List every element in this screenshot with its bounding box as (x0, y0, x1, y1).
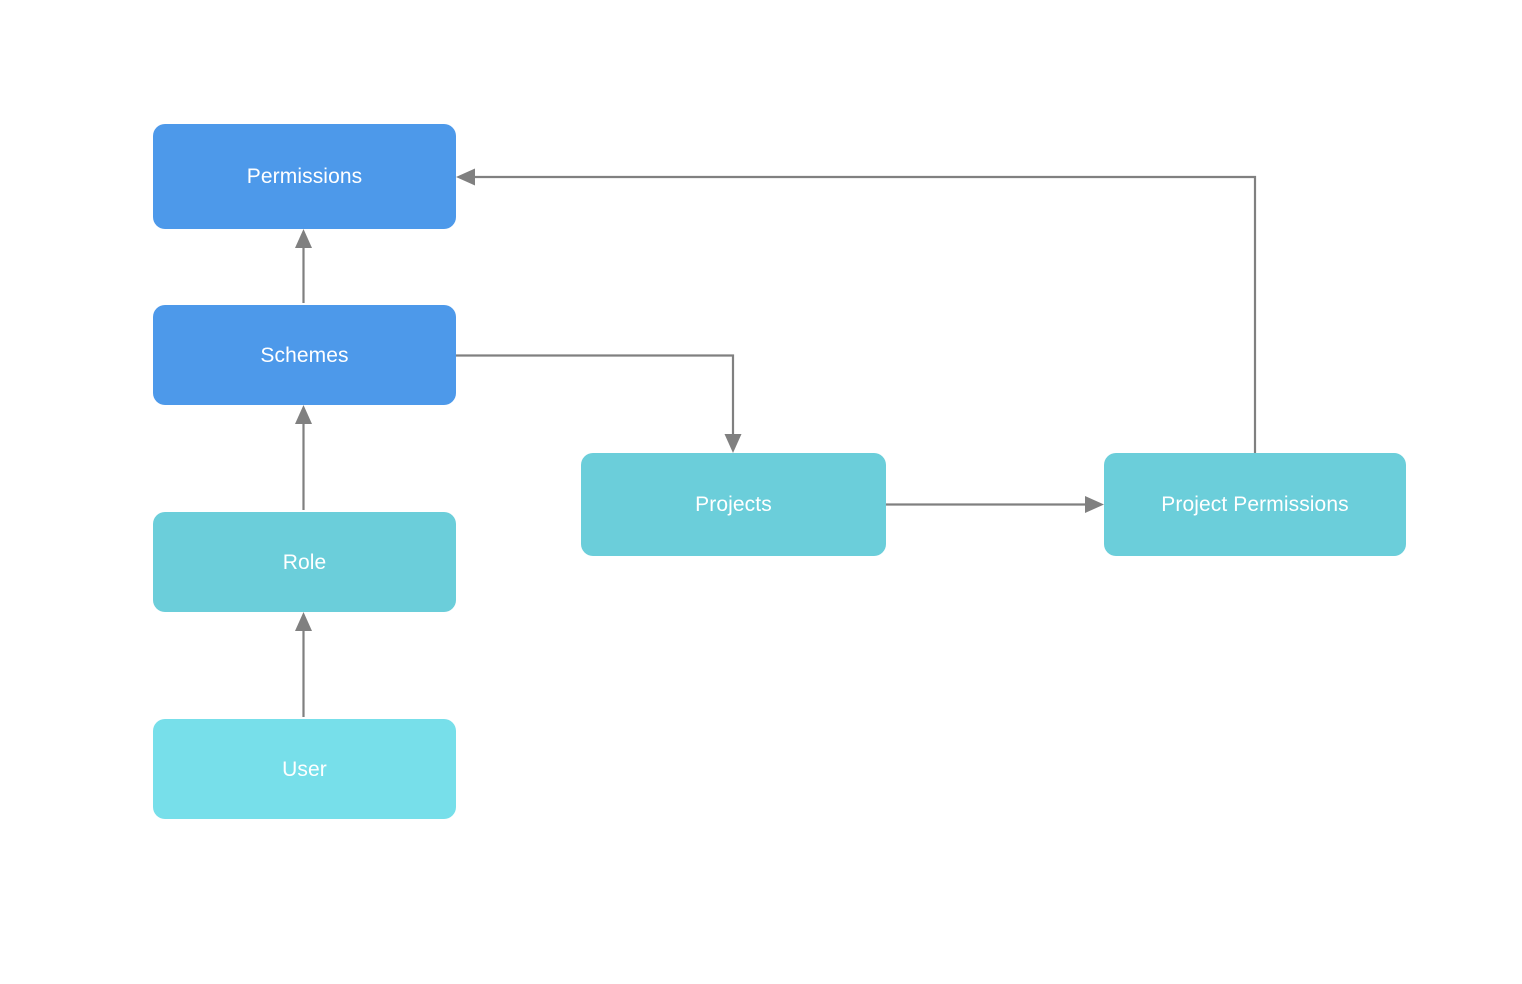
edge-projects-to-project-permissions (886, 496, 1104, 513)
node-permissions-label: Permissions (246, 165, 363, 188)
node-project-permissions[interactable]: Project Permissions (1104, 453, 1406, 556)
arrowhead-up (295, 612, 312, 631)
node-schemes-label: Schemes (260, 343, 349, 367)
edge-user-to-role (295, 612, 312, 717)
arrowhead-right (1085, 496, 1104, 513)
node-role[interactable]: Role (153, 512, 456, 612)
edge-role-to-schemes (295, 405, 312, 510)
edge-line (467, 175, 1257, 453)
arrowhead-up (295, 229, 312, 248)
node-role-label: Role (282, 550, 327, 574)
node-user[interactable]: User (153, 719, 456, 819)
arrowhead-left (456, 168, 475, 186)
node-project-permissions-label: Project Permissions (1161, 493, 1349, 516)
node-user-label: User (282, 757, 327, 781)
node-permissions[interactable]: Permissions (153, 124, 456, 229)
node-projects-label: Projects (695, 493, 772, 516)
arrowhead-up (295, 405, 312, 424)
arrowhead-down (724, 434, 742, 453)
edge-schemes-to-projects (456, 354, 742, 453)
edge-project-permissions-to-permissions (456, 168, 1257, 453)
node-schemes[interactable]: Schemes (153, 305, 456, 405)
edge-schemes-to-permissions (295, 229, 312, 303)
edge-line (456, 354, 735, 442)
node-projects[interactable]: Projects (581, 453, 886, 556)
